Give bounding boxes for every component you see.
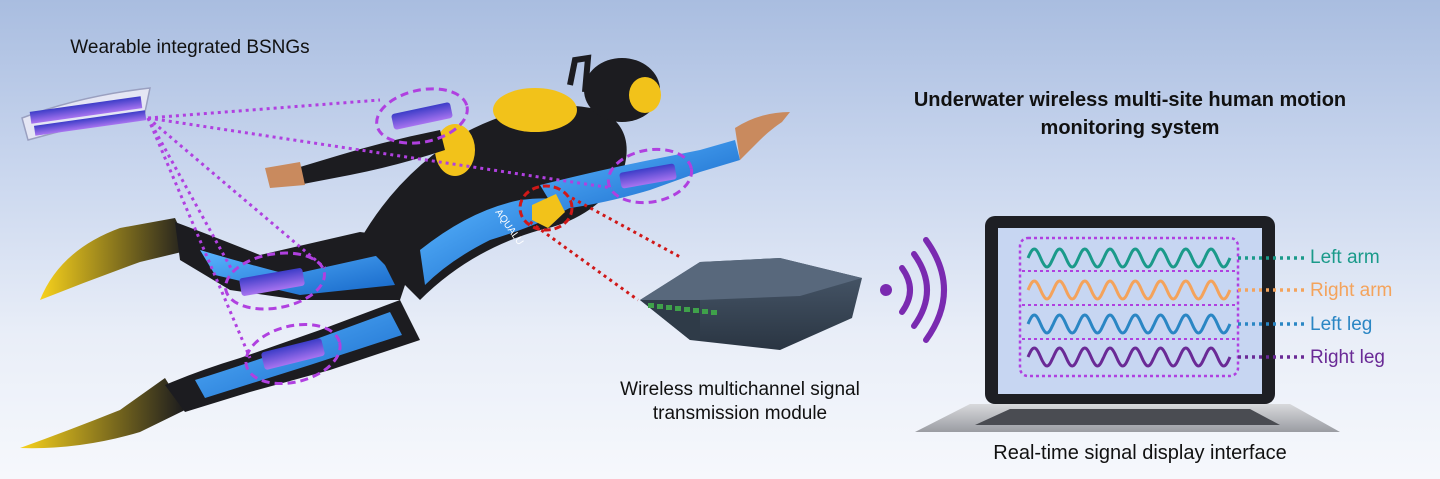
system-title: Underwater wireless multi-site human mot… — [913, 89, 1347, 139]
module-highlight — [518, 184, 574, 232]
waveform-right-leg — [1026, 346, 1232, 368]
bsng-device — [21, 87, 151, 141]
waveform-right-arm — [1026, 279, 1232, 301]
module-label: Wireless multichannel signal transmissio… — [620, 379, 860, 424]
air-tank — [493, 88, 577, 132]
patch-left-leg — [239, 268, 305, 296]
wifi-signal-icon — [880, 237, 947, 343]
chest-panel — [532, 194, 565, 228]
sensor-patches — [239, 102, 677, 370]
channel-label-left-leg: Left leg — [1310, 314, 1373, 335]
transmission-module — [640, 258, 862, 350]
waveform-left-arm — [1026, 247, 1232, 269]
signal-frame — [1018, 236, 1240, 378]
bsng-leader-lines — [146, 98, 613, 359]
mask — [629, 77, 661, 113]
lower-fin — [20, 378, 185, 449]
near-hand — [735, 112, 790, 160]
channel-label-right-leg: Right leg — [1310, 347, 1385, 368]
upper-leg-blue — [200, 250, 395, 295]
upper-fin — [40, 218, 190, 300]
module-leader-lines — [529, 196, 683, 302]
bsng-label: Wearable integrated BSNGs — [70, 37, 310, 58]
patch-left-arm — [391, 102, 453, 130]
patch-right-leg — [261, 338, 325, 370]
channel-label-left-arm: Left arm — [1310, 247, 1380, 268]
channel-label-right-arm: Right arm — [1310, 280, 1393, 301]
laptop-keyboard — [975, 409, 1280, 425]
snorkel — [567, 54, 592, 93]
patch-highlights — [224, 87, 694, 386]
module-ports — [648, 303, 717, 315]
far-hand — [265, 162, 305, 188]
signal-waveforms — [1026, 247, 1232, 368]
display-label: Real-time signal display interface — [993, 442, 1287, 464]
waveform-left-leg — [1026, 313, 1232, 335]
patch-right-arm — [619, 163, 677, 189]
